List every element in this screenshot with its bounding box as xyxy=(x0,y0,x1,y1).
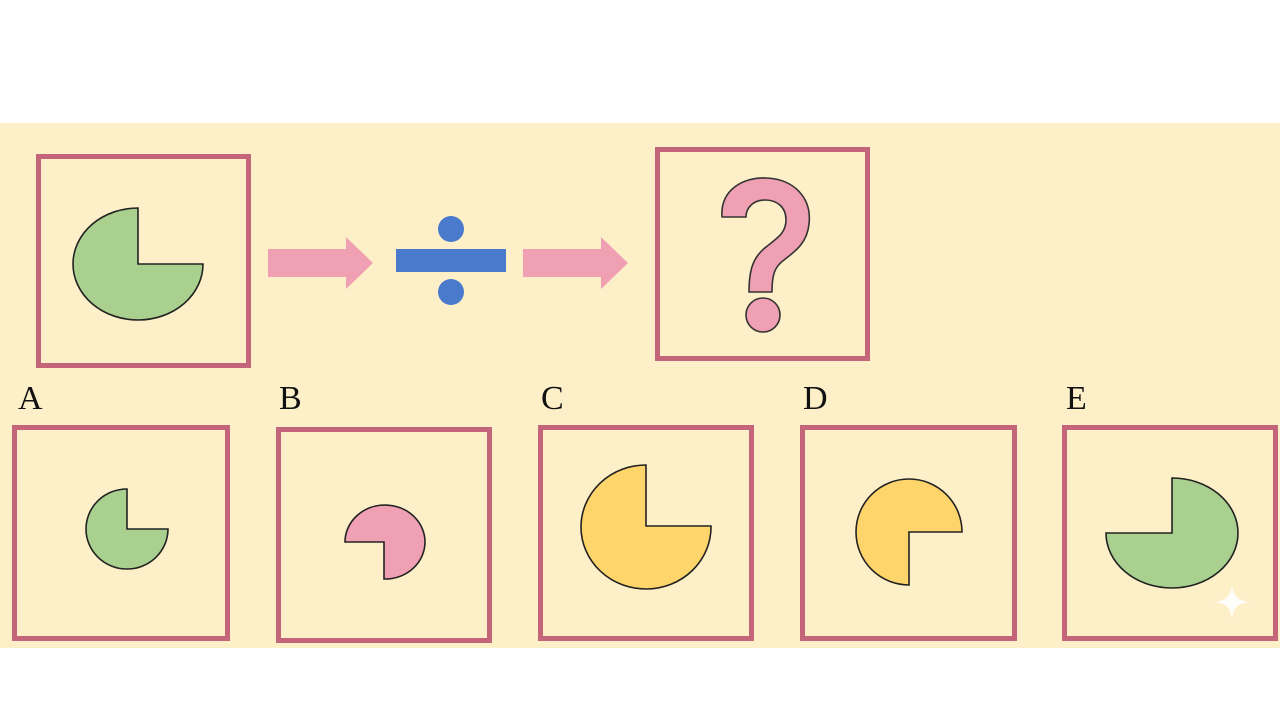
option-a-pie-shape xyxy=(85,488,169,570)
sparkle-icon xyxy=(1214,584,1250,620)
option-d-pie-shape xyxy=(855,478,963,586)
question-mark-icon xyxy=(721,177,811,333)
option-label-c: C xyxy=(541,380,564,417)
option-label-a: A xyxy=(18,380,43,417)
option-label-b: B xyxy=(279,380,302,417)
option-label-d: D xyxy=(803,380,828,417)
answer-box xyxy=(655,147,870,361)
option-e-pie-shape xyxy=(1105,477,1239,589)
right-arrow-icon xyxy=(523,237,628,289)
source-box xyxy=(36,154,251,368)
option-e-box[interactable] xyxy=(1062,425,1278,641)
option-label-e: E xyxy=(1066,380,1087,417)
source-pie-shape xyxy=(72,207,204,321)
option-c-box[interactable] xyxy=(538,425,754,641)
option-b-pie-shape xyxy=(344,504,426,580)
option-b-box[interactable] xyxy=(276,427,492,643)
divide-sign-icon xyxy=(396,216,506,305)
right-arrow-icon xyxy=(268,237,373,289)
option-a-box[interactable] xyxy=(12,425,230,641)
option-d-box[interactable] xyxy=(800,425,1017,641)
option-c-pie-shape xyxy=(580,464,712,590)
